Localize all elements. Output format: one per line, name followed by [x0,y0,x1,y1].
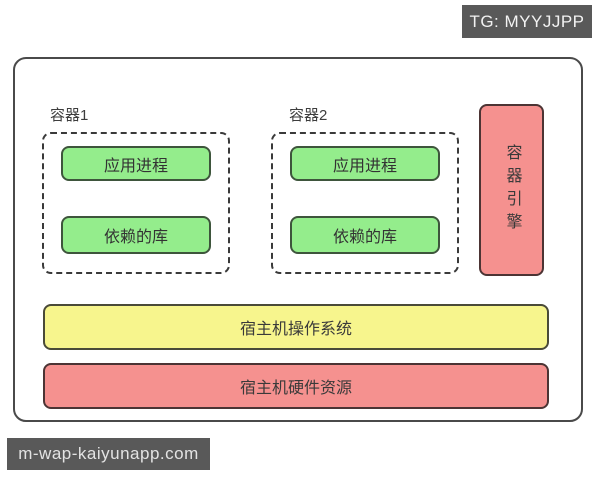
container2-label: 容器2 [289,107,328,124]
container1-dependent-libs-box: 依赖的库 [61,216,211,254]
container1-label: 容器1 [50,107,89,124]
host-hardware-box: 宿主机硬件资源 [43,363,549,409]
container1-app-process-box: 应用进程 [61,146,211,181]
host-os-box: 宿主机操作系统 [43,304,549,350]
container2-box: 应用进程 依赖的库 [271,132,459,274]
container-engine-box: 容器引擎 [479,104,544,276]
host-machine-box: 容器1 应用进程 依赖的库 容器2 应用进程 依赖的库 容器引擎 宿主机操作系统… [13,57,583,422]
container1-box: 应用进程 依赖的库 [42,132,230,274]
container2-dependent-libs-box: 依赖的库 [290,216,440,254]
tg-watermark-badge: TG: MYYJJPP [462,5,592,38]
container2-app-process-box: 应用进程 [290,146,440,181]
site-watermark-badge: m-wap-kaiyunapp.com [7,438,210,470]
